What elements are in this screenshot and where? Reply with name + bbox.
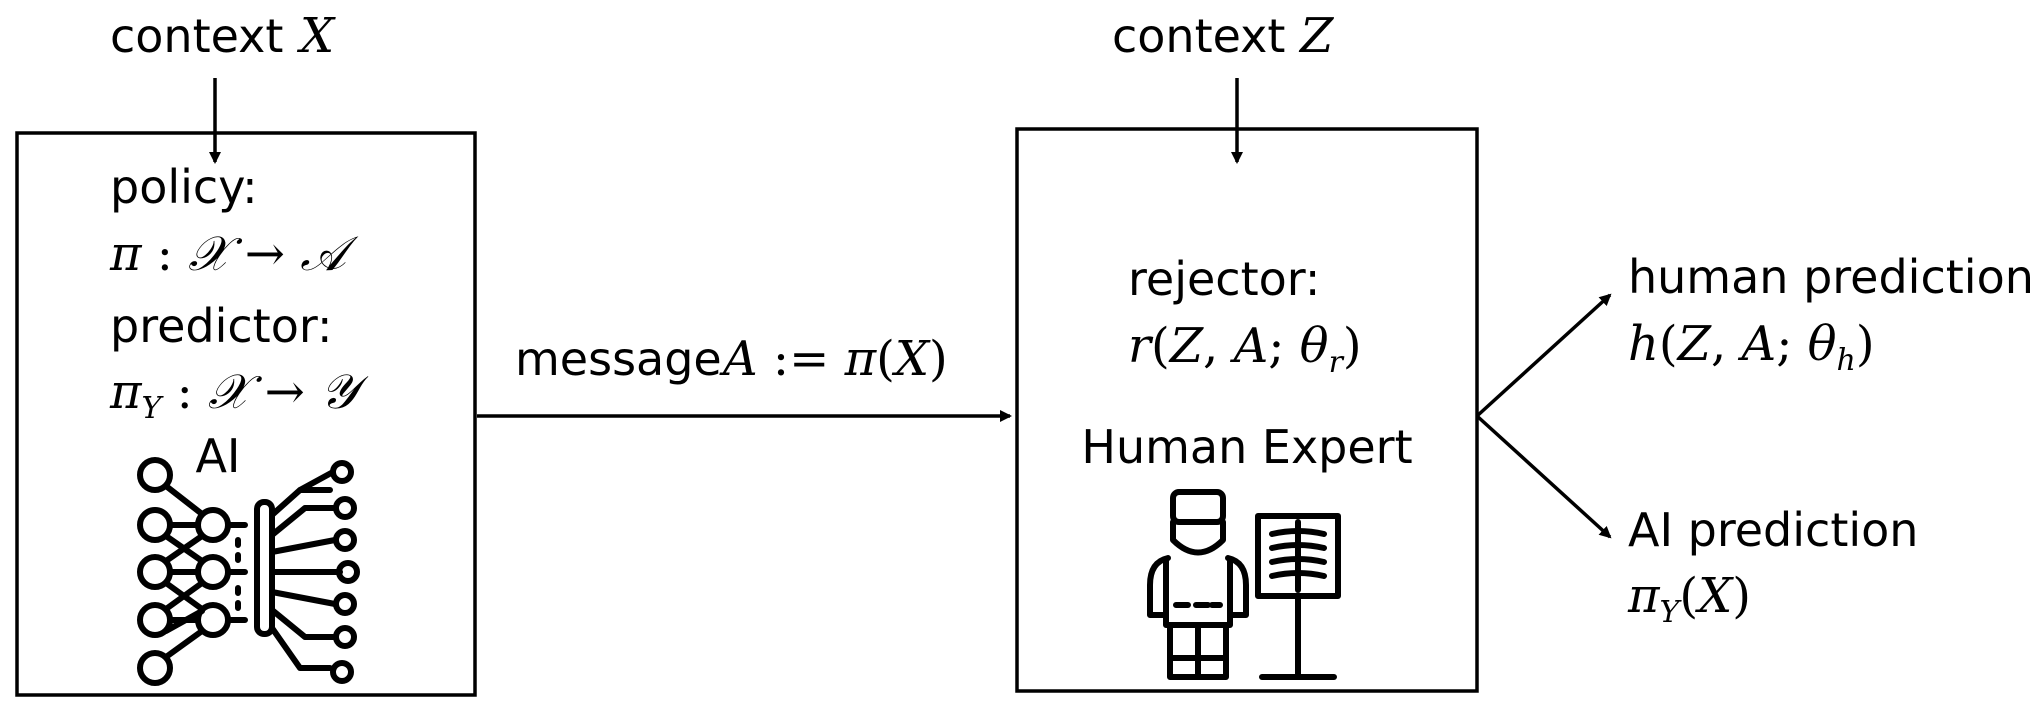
predictor-label: predictor: (110, 299, 332, 353)
message-formula: A := π(X) (719, 331, 948, 387)
context-x-variable: X (296, 8, 336, 64)
ai-prediction-label: AI prediction (1628, 503, 1918, 557)
ai-box (15, 131, 477, 697)
human-expert-label: Human Expert (1081, 420, 1412, 474)
context-z-label: context Z (1112, 8, 1335, 64)
ai-prediction-arrow (1475, 414, 1612, 539)
policy-label: policy: (110, 160, 258, 214)
ai-label: AI (195, 429, 240, 483)
rejector-formula: r(Z, A; θr) (1128, 318, 1362, 380)
rejector-label: rejector: (1128, 252, 1320, 306)
context-x-word: context (110, 9, 283, 63)
message-word: message (515, 332, 722, 386)
human-prediction-label: human prediction (1628, 250, 2034, 304)
context-z-variable: Z (1298, 8, 1335, 64)
context-x-label: context X (110, 8, 336, 64)
human-prediction-arrow (1475, 293, 1612, 418)
ai-prediction-formula: πY(X) (1627, 568, 1751, 630)
predictor-formula: πY : 𝒳 → 𝒴 (109, 364, 369, 426)
doctor-with-xray-icon (1147, 489, 1341, 680)
human-prediction-formula: h(Z, A; θh) (1628, 316, 1875, 378)
context-z-word: context (1112, 9, 1285, 63)
neural-network-chip-icon (137, 457, 360, 686)
human-expert-box (1015, 127, 1479, 693)
policy-formula: π : 𝒳 → 𝒜 (109, 226, 359, 282)
